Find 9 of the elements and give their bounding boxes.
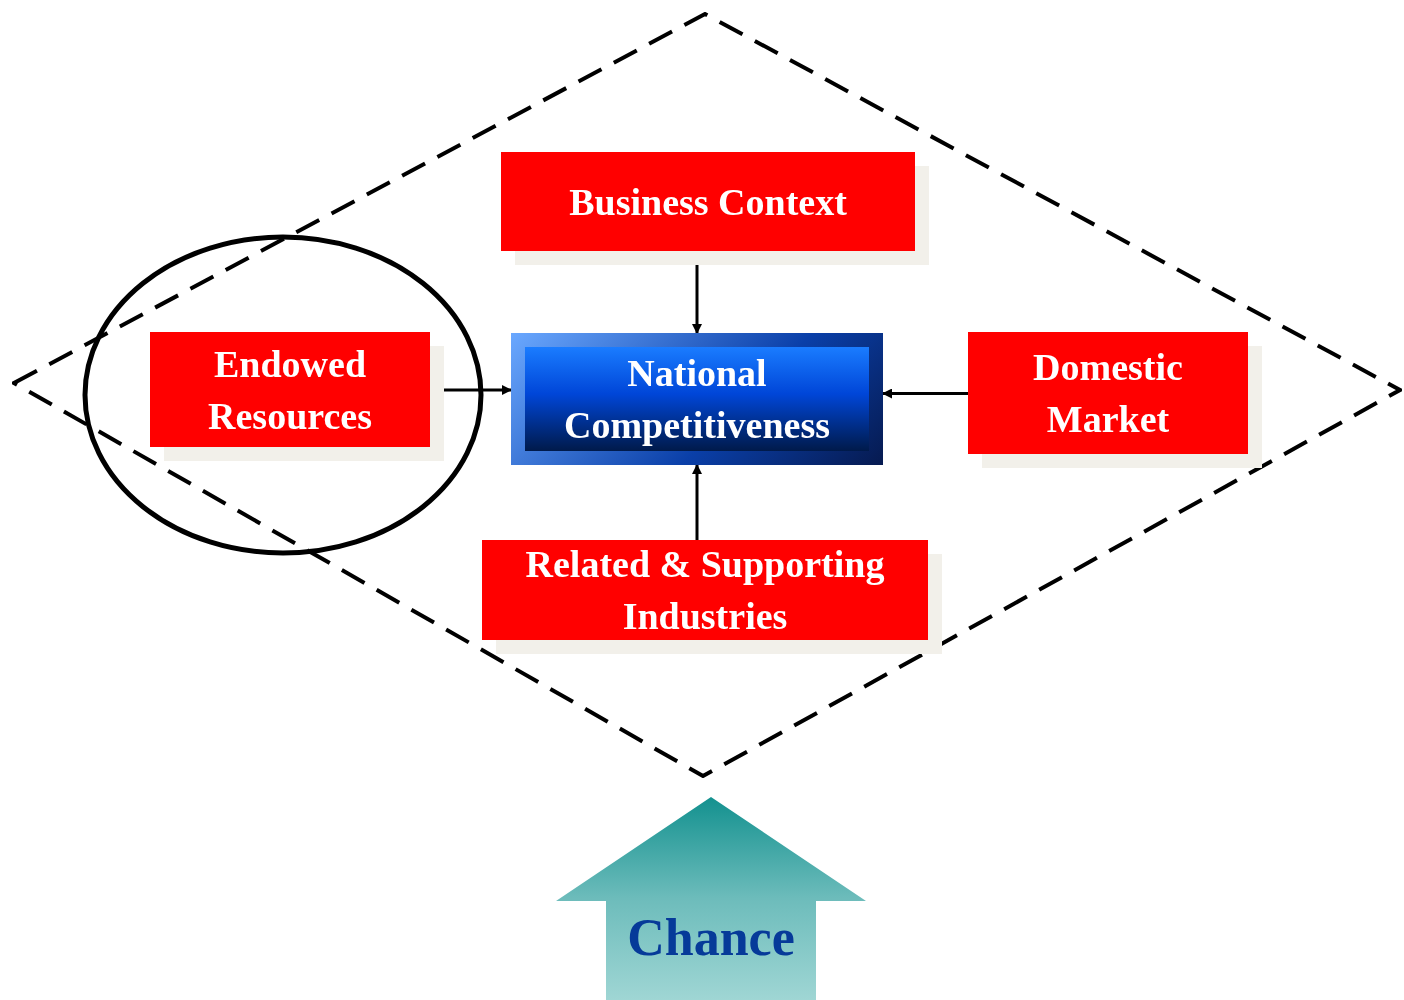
factor-label: Domestic Market bbox=[1032, 345, 1184, 442]
center-label: National Competitiveness bbox=[563, 351, 831, 448]
factor-label: Related & Supporting Industries bbox=[524, 542, 886, 639]
bevel-box bbox=[511, 333, 883, 465]
arrow bbox=[692, 464, 702, 540]
arrow-label: Chance bbox=[627, 908, 795, 968]
factor-label: Endowed Resources bbox=[207, 341, 373, 439]
factor-label: Business Context bbox=[569, 179, 847, 225]
arrow bbox=[882, 388, 968, 399]
